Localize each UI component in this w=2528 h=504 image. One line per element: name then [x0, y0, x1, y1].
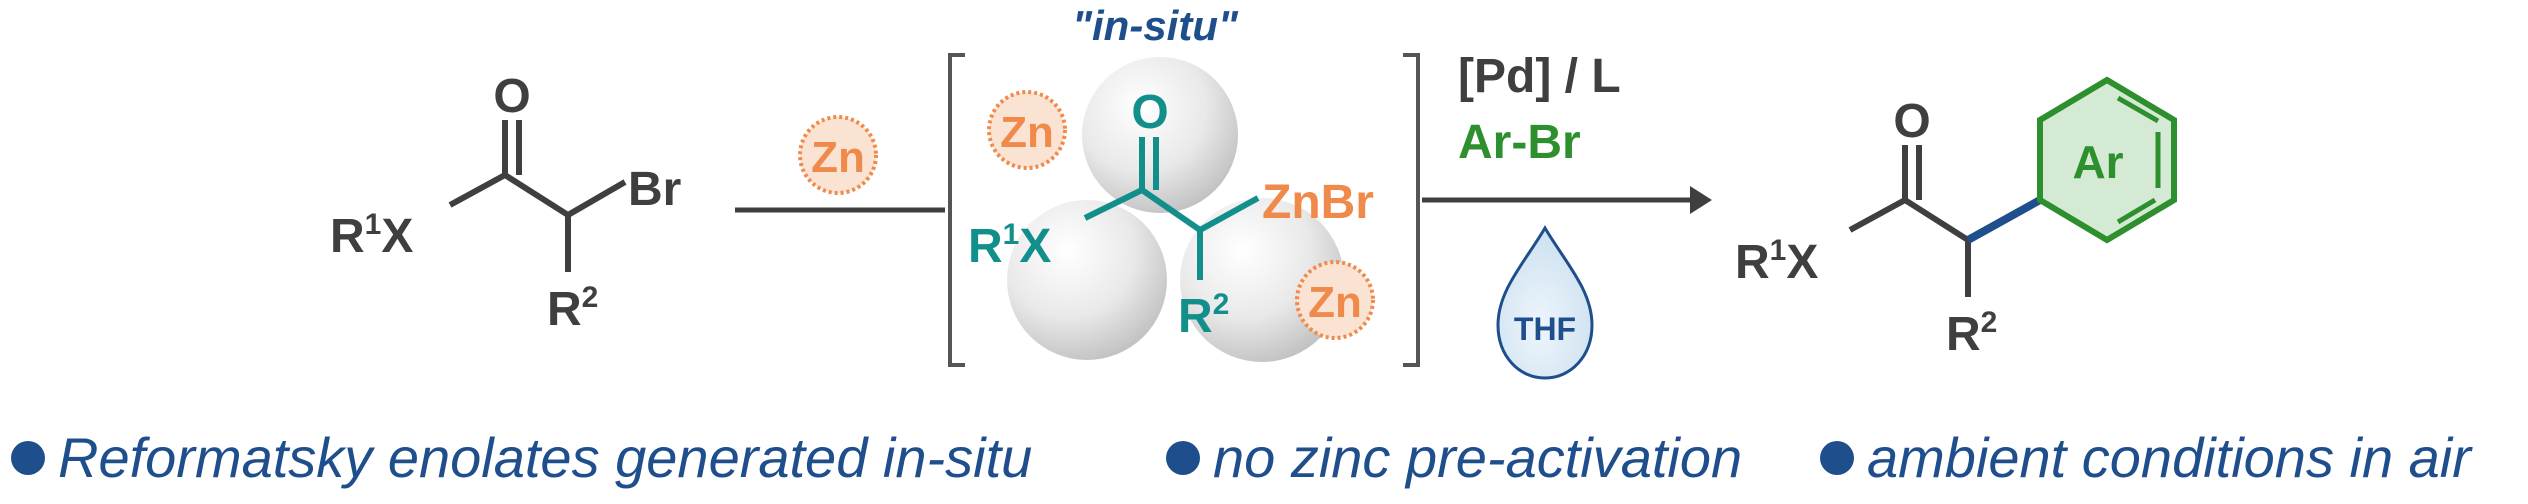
intermediate-oxygen: O	[1131, 86, 1168, 139]
zn-reagent: Zn	[798, 115, 878, 195]
reactant-r1: R1X	[330, 208, 413, 263]
solvent-label: THF	[1514, 311, 1576, 347]
zn-reagent-circle	[798, 115, 878, 195]
product-molecule: O R1X R2	[1735, 95, 2042, 361]
product-oxygen: O	[1893, 95, 1930, 148]
sphere-left	[1007, 200, 1167, 360]
bullet-icon	[1166, 441, 1200, 475]
feature-2: no zinc pre-activation	[1213, 426, 1742, 489]
aryl-label: Ar	[2072, 136, 2123, 188]
aryl-ring: Ar	[2037, 76, 2177, 244]
feature-1: Reformatsky enolates generated in-situ	[58, 426, 1032, 489]
intermediate-bracket-right	[1403, 53, 1420, 367]
bullet-icon	[11, 441, 45, 475]
feature-3: ambient conditions in air	[1867, 426, 2473, 489]
bond-br	[566, 179, 627, 218]
intermediate-zn-bottom: Zn	[1295, 260, 1375, 340]
solvent-drop: THF	[1496, 225, 1594, 380]
bond-alpha	[503, 172, 570, 218]
intermediate-r1x: R1X	[968, 218, 1051, 273]
new-c-c-bond	[1966, 196, 2042, 244]
svg-text:Zn: Zn	[1000, 108, 1054, 157]
feature-list: Reformatsky enolates generated in-situ n…	[11, 426, 2473, 489]
reactant-bromine: Br	[628, 163, 681, 216]
intermediate-bracket-left	[948, 53, 965, 367]
arrow-head	[1690, 186, 1712, 214]
intermediate-molecule: O ZnBr R1X R2	[968, 86, 1374, 343]
in-situ-label: "in-situ"	[1072, 2, 1239, 49]
condition-catalyst: [Pd] / L	[1458, 50, 1621, 103]
reactant-r2: R2	[547, 281, 598, 336]
intermediate-zn-top: Zn	[987, 90, 1067, 170]
product-r2: R2	[1946, 306, 1997, 361]
reactant-molecule: O Br R1X R2	[330, 70, 681, 336]
zn-reagent-label: Zn	[811, 133, 865, 182]
sphere-top	[1082, 57, 1238, 213]
intermediate-r2: R2	[1178, 288, 1229, 343]
product-r1x: R1X	[1735, 234, 1818, 289]
condition-aryl-halide: Ar-Br	[1458, 116, 1581, 169]
reactant-oxygen: O	[493, 70, 530, 123]
intermediate-znbr: ZnBr	[1262, 176, 1374, 229]
bullet-icon	[1820, 441, 1854, 475]
svg-text:Zn: Zn	[1308, 278, 1362, 327]
bond-x-carbonyl	[448, 172, 507, 208]
